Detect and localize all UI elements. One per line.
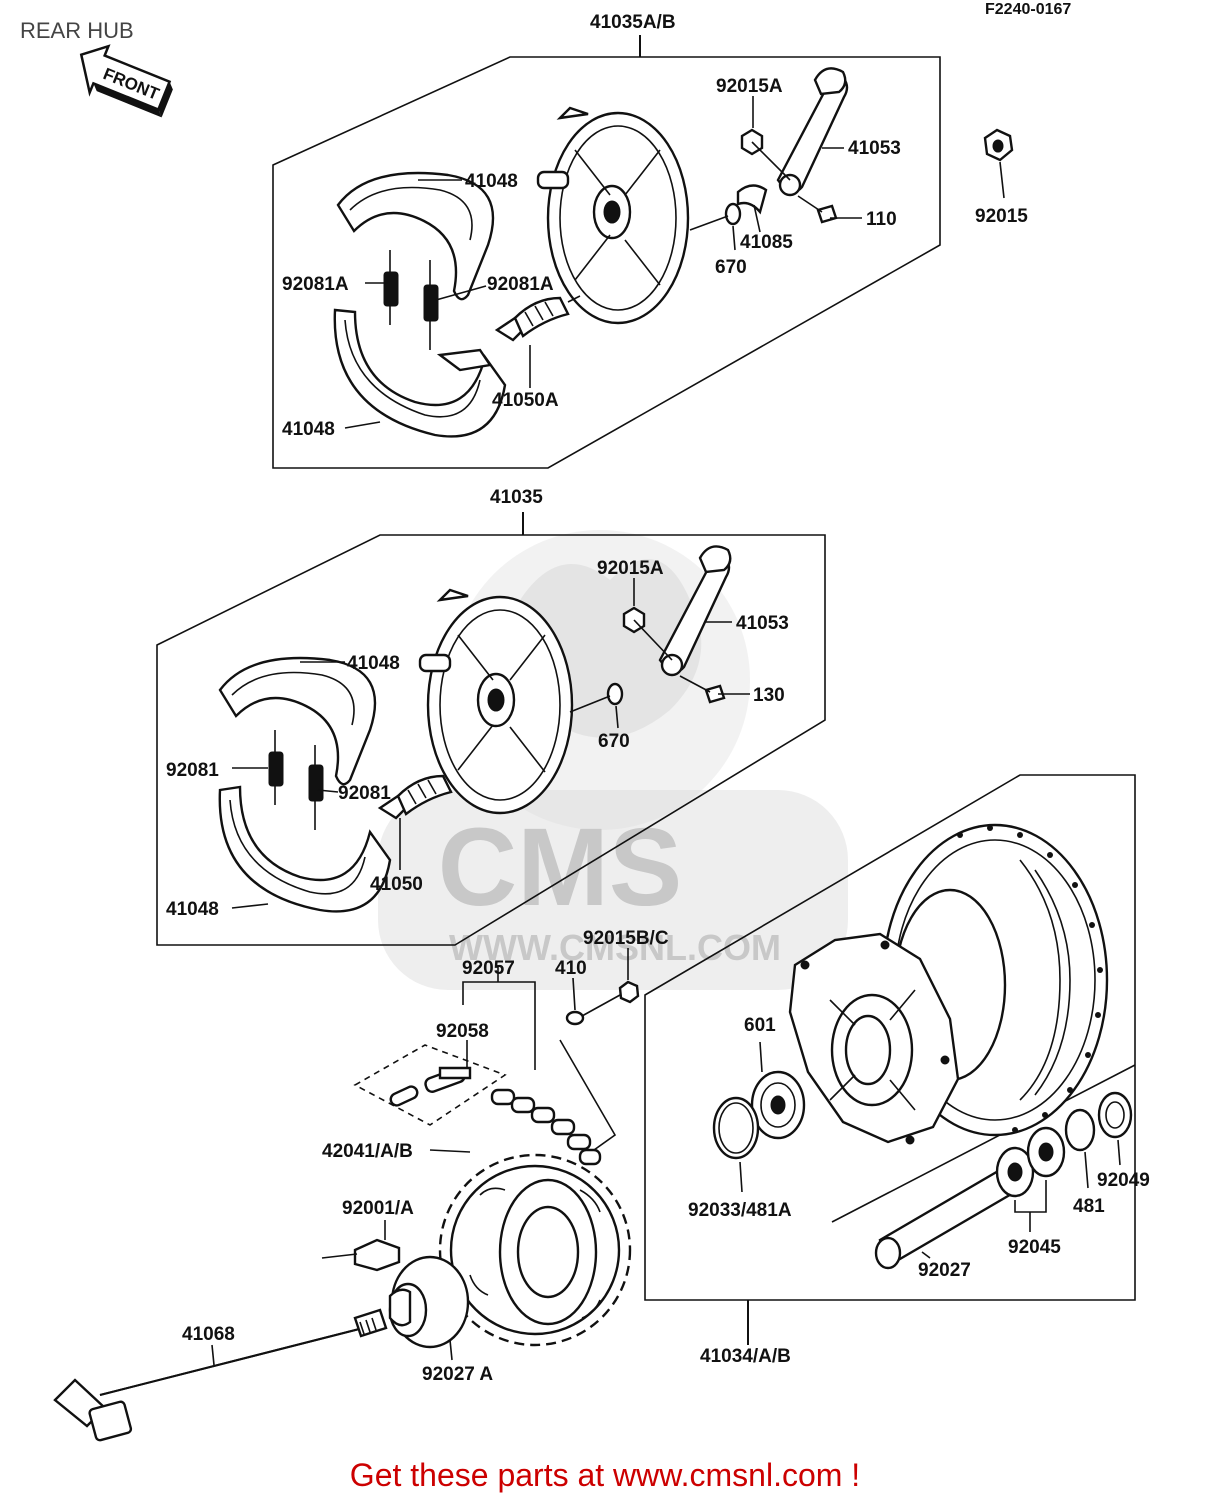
label-mid-shoe-lower: 41048	[166, 899, 219, 920]
label-top-cam: 41050A	[492, 390, 559, 411]
label-chain-nut: 92015B/C	[583, 928, 669, 949]
label-top-assembly: 41035A/B	[590, 12, 676, 33]
label-hub-assembly: 41034/A/B	[700, 1346, 791, 1367]
label-mid-assembly: 41035	[490, 487, 543, 508]
label-mid-bolt: 130	[753, 685, 785, 706]
label-mid-spring-right: 92081	[338, 783, 391, 804]
label-top-spring-right: 92081A	[487, 274, 554, 295]
label-collar: 92027 A	[422, 1364, 493, 1385]
top-brake-panel-group	[272, 35, 941, 469]
label-bearings: 92045	[1008, 1237, 1061, 1258]
label-chain: 92057	[462, 958, 515, 979]
label-sprocket-bolt: 92001/A	[342, 1198, 414, 1219]
label-outer-nut: 92015	[975, 206, 1028, 227]
label-mid-washer: 670	[598, 731, 630, 752]
middle-brake-panel-group	[156, 512, 826, 946]
watermark-brand: CMS	[438, 806, 682, 929]
label-axle: 41068	[182, 1324, 235, 1345]
label-top-shoe-lower: 41048	[282, 419, 335, 440]
label-top-washer: 670	[715, 257, 747, 278]
outer-nut-92015	[983, 128, 1014, 199]
label-circlip-481: 481	[1073, 1196, 1105, 1217]
label-sprocket: 42041/A/B	[322, 1141, 413, 1162]
page-title: REAR HUB	[20, 18, 134, 43]
label-top-lever: 41053	[848, 138, 901, 159]
label-chain-washer: 410	[555, 958, 587, 979]
label-top-spring-left: 92081A	[282, 274, 349, 295]
part-labels: 41035A/B 41048 92015A 41053 110 41085 67…	[166, 12, 1150, 1385]
label-seal: 92049	[1097, 1170, 1150, 1191]
chain-sprocket-group	[53, 948, 640, 1442]
diagram-code: F2240-0167	[985, 1, 1071, 18]
label-top-nut: 92015A	[716, 76, 783, 97]
label-chain-link: 92058	[436, 1021, 489, 1042]
label-bearing-601: 601	[744, 1015, 776, 1036]
hub-group	[644, 774, 1136, 1345]
label-mid-cam: 41050	[370, 874, 423, 895]
label-mid-shoe-upper: 41048	[347, 653, 400, 674]
label-mid-nut: 92015A	[597, 558, 664, 579]
label-circlip: 92033/481A	[688, 1200, 792, 1221]
front-arrow-icon: FRONT	[79, 44, 173, 118]
label-mid-spring-left: 92081	[166, 760, 219, 781]
footer-cta-link[interactable]: Get these parts at www.cmsnl.com !	[350, 1457, 860, 1493]
label-top-indicator: 41085	[740, 232, 793, 253]
label-spacer-tube: 92027	[918, 1260, 971, 1281]
label-top-bolt: 110	[866, 209, 897, 230]
label-top-shoe-upper: 41048	[465, 171, 518, 192]
label-mid-lever: 41053	[736, 613, 789, 634]
